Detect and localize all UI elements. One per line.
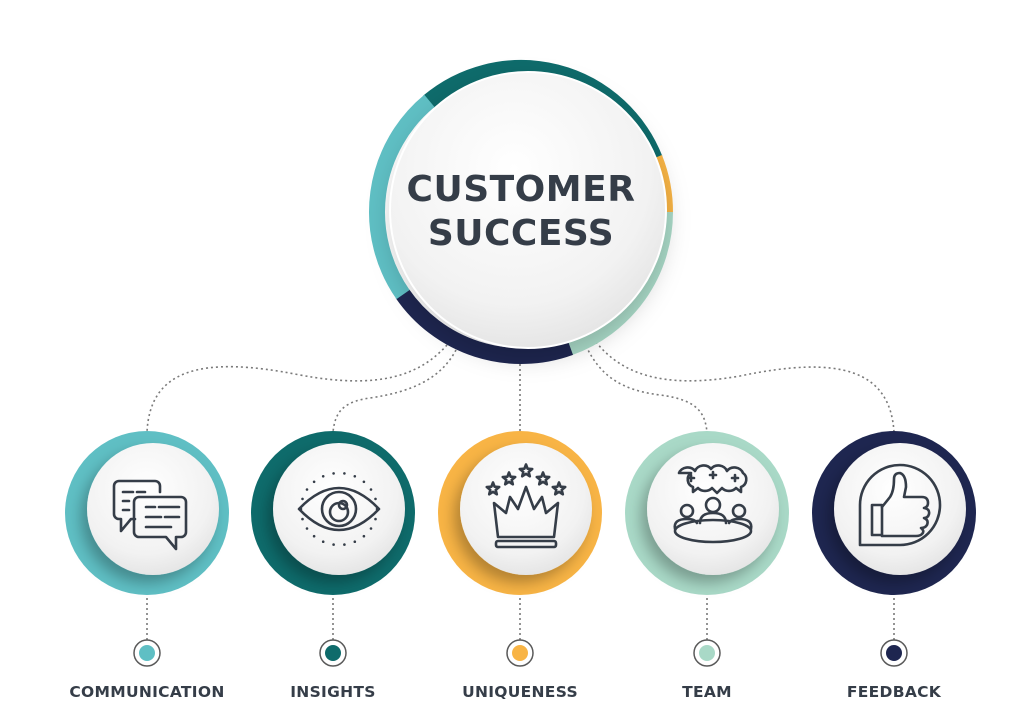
item-disc xyxy=(834,443,966,575)
ring-segment-light-teal xyxy=(369,94,435,300)
thumbs-up-icon xyxy=(858,463,942,547)
title-line-1: CUSTOMER xyxy=(406,169,636,210)
item-disc xyxy=(647,443,779,575)
item-disc xyxy=(460,443,592,575)
item-team xyxy=(625,431,789,667)
center-disc-highlight xyxy=(389,71,667,349)
page-title: CUSTOMER SUCCESS xyxy=(371,168,671,256)
connector-team xyxy=(585,345,708,433)
team-meeting-icon xyxy=(673,464,753,544)
title-line-2: SUCCESS xyxy=(427,213,615,254)
connector-communication xyxy=(146,344,448,433)
label-insights: INSIGHTS xyxy=(290,683,376,701)
item-disc xyxy=(273,443,405,575)
item-marker-dot xyxy=(699,645,715,661)
chat-bubbles-icon xyxy=(112,479,188,551)
item-uniqueness xyxy=(438,431,602,667)
connector-insights xyxy=(332,349,457,433)
eye-icon xyxy=(297,472,381,546)
ring-segment-navy xyxy=(395,288,573,364)
center-disc xyxy=(390,72,666,348)
connector-lines xyxy=(146,341,895,640)
label-communication: COMMUNICATION xyxy=(69,683,225,701)
item-feedback xyxy=(812,431,976,667)
label-uniqueness: UNIQUENESS xyxy=(462,683,578,701)
label-team: TEAM xyxy=(682,683,732,701)
item-communication xyxy=(65,431,229,667)
item-disc xyxy=(87,443,219,575)
item-marker-dot xyxy=(325,645,341,661)
label-feedback: FEEDBACK xyxy=(846,683,942,701)
item-insights xyxy=(251,431,415,667)
item-marker-dot xyxy=(886,645,902,661)
item-marker-dot xyxy=(512,645,528,661)
items-group xyxy=(65,431,976,667)
item-marker-dot xyxy=(139,645,155,661)
crown-stars-icon xyxy=(485,463,567,549)
connector-feedback xyxy=(595,341,895,433)
